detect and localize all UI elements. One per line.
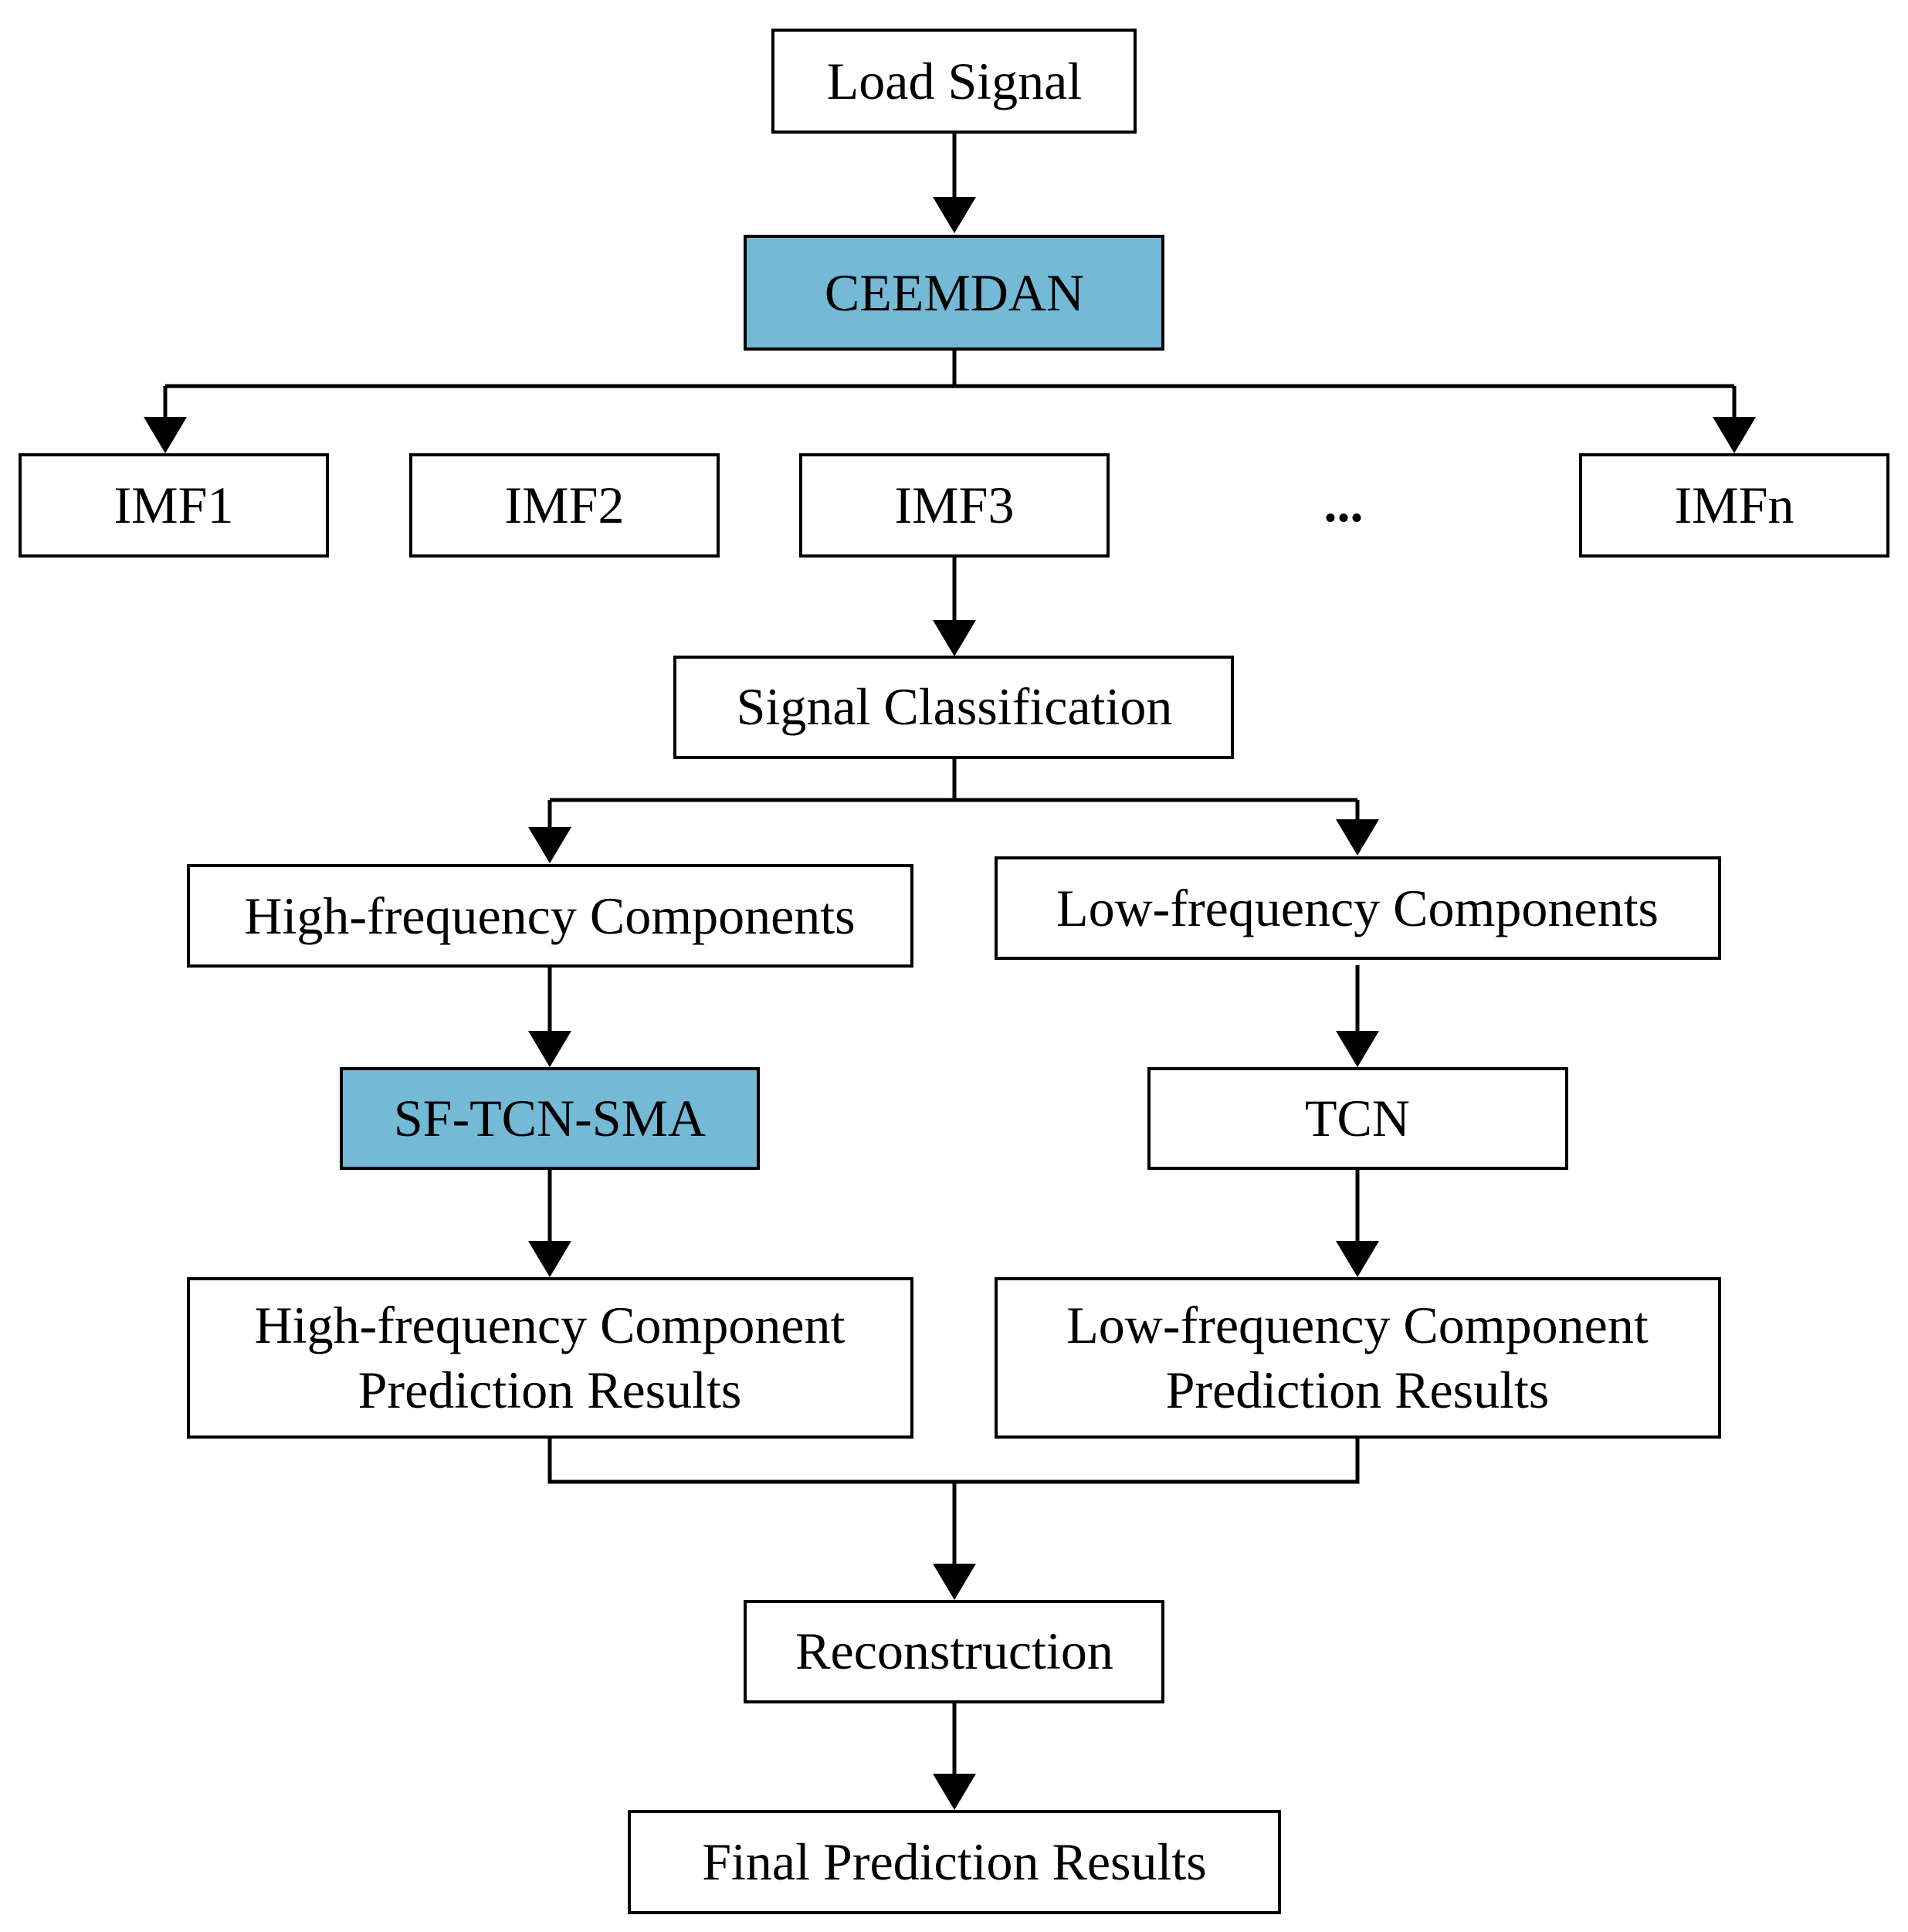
arrowhead	[933, 1564, 976, 1600]
arrowhead	[1336, 819, 1379, 856]
node-high-frequency-components: High-frequency Components	[187, 864, 913, 968]
node-box	[995, 1277, 1721, 1439]
node-label-line2: Prediction Results	[358, 1361, 742, 1419]
node-label: IMF1	[114, 476, 234, 534]
node-box	[187, 864, 913, 968]
node-imf3: IMF3	[799, 453, 1110, 558]
node-label-line1: Low-frequency Component	[1066, 1296, 1649, 1354]
node-box	[1579, 453, 1889, 558]
node-label: Reconstruction	[795, 1622, 1113, 1680]
node-box	[995, 856, 1721, 960]
node-label-line2: Prediction Results	[1166, 1361, 1550, 1419]
node-label-line1: High-frequency Component	[255, 1296, 846, 1354]
node-box	[1147, 1067, 1568, 1170]
node-imfn: IMFn	[1579, 453, 1889, 558]
node-label: SF-TCN-SMA	[394, 1089, 706, 1147]
node-box	[673, 656, 1234, 759]
node-sf-tcn-sma: SF-TCN-SMA	[340, 1067, 760, 1170]
arrowhead	[528, 1031, 571, 1067]
node-box	[340, 1067, 760, 1170]
node-label: IMF2	[505, 476, 625, 534]
node-label: Signal Classification	[737, 677, 1173, 736]
node-imf2: IMF2	[409, 453, 720, 558]
node-label: IMFn	[1675, 476, 1794, 534]
arrowhead	[933, 1774, 976, 1810]
node-ceemdan: CEEMDAN	[744, 235, 1164, 351]
arrowhead	[933, 620, 976, 656]
arrowhead	[528, 1241, 571, 1277]
connectors	[144, 132, 1756, 1810]
node-box	[187, 1277, 913, 1439]
node-label: Load Signal	[827, 52, 1083, 110]
node-box	[799, 453, 1110, 558]
imf-ellipsis: ...	[1324, 474, 1364, 533]
node-box	[771, 29, 1137, 134]
arrowhead	[1336, 1241, 1379, 1277]
node-final-prediction-results: Final Prediction Results	[628, 1810, 1281, 1914]
node-high-frequency-results: High-frequency Component Prediction Resu…	[187, 1277, 913, 1439]
node-label: High-frequency Components	[244, 886, 855, 945]
node-signal-classification: Signal Classification	[673, 656, 1234, 759]
node-box	[744, 1600, 1164, 1703]
arrowhead	[1336, 1031, 1379, 1067]
arrowhead	[144, 417, 187, 453]
node-imf1: IMF1	[19, 453, 329, 558]
node-low-frequency-components: Low-frequency Components	[995, 856, 1721, 960]
arrowhead	[1713, 417, 1756, 453]
node-box	[409, 453, 720, 558]
node-label: TCN	[1305, 1089, 1410, 1147]
node-box	[628, 1810, 1281, 1914]
node-load-signal: Load Signal	[771, 29, 1137, 134]
node-tcn: TCN	[1147, 1067, 1568, 1170]
node-reconstruction: Reconstruction	[744, 1600, 1164, 1703]
node-low-frequency-results: Low-frequency Component Prediction Resul…	[995, 1277, 1721, 1439]
edge-results-merge	[547, 1437, 1360, 1484]
node-label: IMF3	[895, 476, 1015, 534]
node-box	[19, 453, 329, 558]
node-label: Final Prediction Results	[702, 1832, 1207, 1891]
node-label: Low-frequency Components	[1056, 879, 1659, 937]
arrowhead	[933, 197, 976, 233]
node-label: CEEMDAN	[825, 263, 1084, 322]
arrowhead	[528, 827, 571, 863]
node-box	[744, 235, 1164, 351]
